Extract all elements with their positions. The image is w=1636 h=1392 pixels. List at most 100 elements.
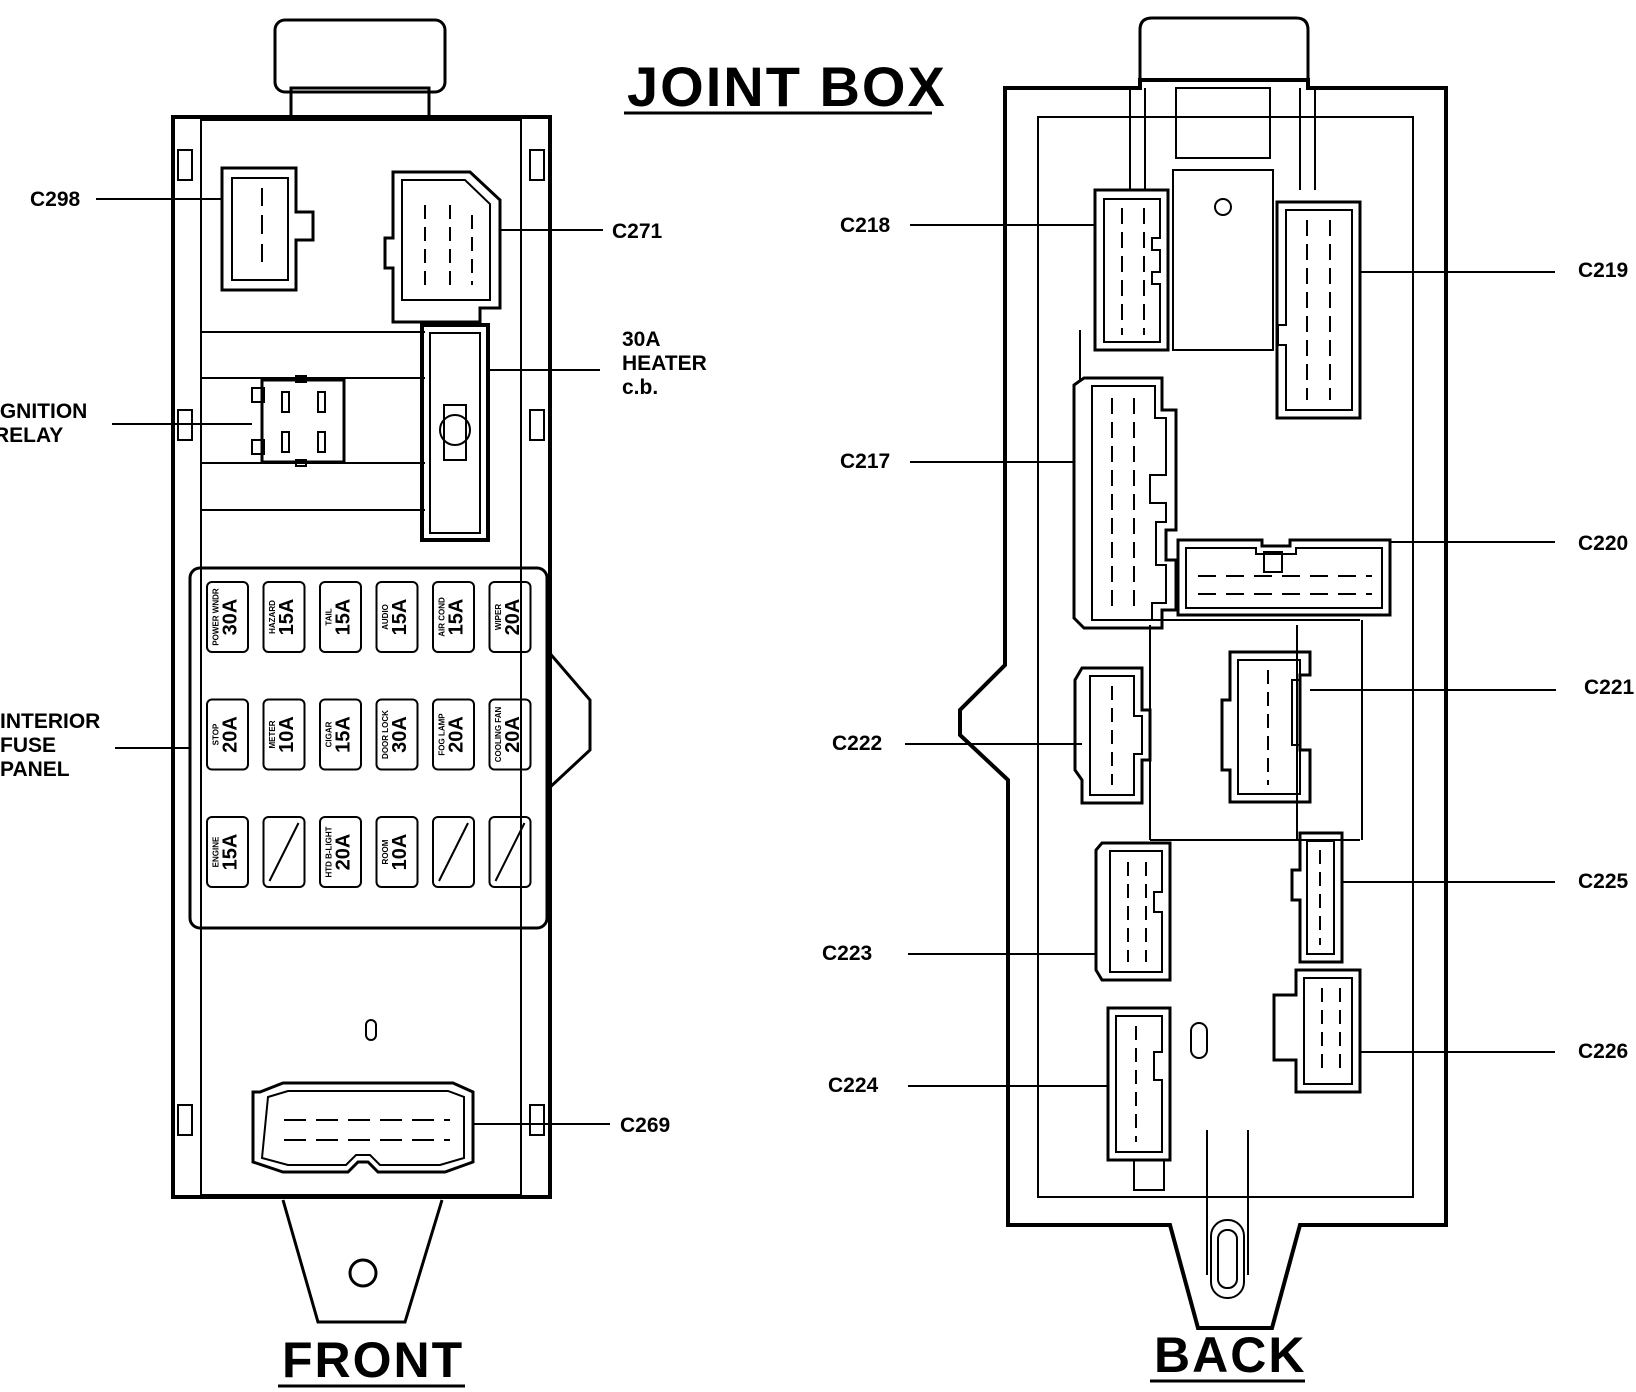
front-top-tab bbox=[273, 18, 447, 94]
fuse-amperage: 20A bbox=[446, 716, 468, 753]
fuse-name: AIR COND bbox=[438, 597, 447, 637]
label-c222: C222 bbox=[832, 732, 882, 755]
label-fuse-panel-line2: FUSE bbox=[0, 734, 56, 757]
label-ignition-line2: RELAY bbox=[0, 424, 63, 447]
fuse-name: COOLING FAN bbox=[494, 707, 503, 763]
front-inner-frame bbox=[200, 119, 522, 1196]
ignition-relay bbox=[251, 375, 346, 467]
label-c219: C219 bbox=[1578, 259, 1628, 282]
fuse-name: STOP bbox=[212, 723, 221, 745]
label-c224: C224 bbox=[828, 1074, 879, 1097]
fuse-outline bbox=[319, 581, 362, 653]
empty-fuse-slash bbox=[438, 822, 469, 882]
fuse-outline bbox=[375, 698, 419, 771]
label-c226: C226 bbox=[1578, 1040, 1628, 1063]
label-c225: C225 bbox=[1578, 870, 1629, 893]
fuse-amperage: 10A bbox=[276, 716, 298, 753]
fuse-amperage: 15A bbox=[389, 599, 411, 636]
back-upper-channel bbox=[1129, 87, 1316, 351]
connector-c271 bbox=[383, 170, 502, 324]
fuse-name: WIPER bbox=[494, 604, 503, 630]
front-mount-hole bbox=[348, 1258, 378, 1288]
label-fuse-panel-line1: INTERIOR bbox=[0, 710, 100, 733]
fuse-name: HTD B-LIGHT bbox=[325, 826, 334, 877]
fuse-amperage: 30A bbox=[220, 599, 242, 636]
connector-c298 bbox=[220, 166, 315, 292]
fuse-outline bbox=[432, 698, 475, 771]
label-c298: C298 bbox=[30, 188, 81, 211]
fuse-name: ENGINE bbox=[212, 836, 221, 867]
empty-fuse-slash bbox=[494, 822, 526, 882]
fuse-outline bbox=[375, 816, 419, 888]
front-callouts: C298 C271 30A HEATER c.b. IGNITION RELAY… bbox=[0, 188, 707, 1388]
diagram-title: JOINT BOX bbox=[627, 55, 947, 118]
label-c218: C218 bbox=[840, 214, 891, 237]
fuse-outline bbox=[319, 698, 362, 771]
fuse-name: POWER WNDR bbox=[212, 588, 221, 646]
fuse-name: TAIL bbox=[325, 608, 334, 625]
back-bottom-latch bbox=[1133, 1130, 1249, 1299]
fuse-amperage: 20A bbox=[220, 716, 242, 753]
label-c220: C220 bbox=[1578, 532, 1628, 555]
connector-c221 bbox=[1220, 650, 1312, 804]
fuse-outline bbox=[262, 698, 306, 771]
label-c271: C271 bbox=[612, 220, 663, 243]
connector-c226 bbox=[1272, 968, 1362, 1094]
fuse-name: ROOM bbox=[381, 839, 390, 864]
connector-c222 bbox=[1073, 666, 1152, 805]
back-slot bbox=[1190, 1022, 1208, 1059]
connector-c269 bbox=[251, 1081, 475, 1174]
empty-fuse-slash bbox=[268, 822, 300, 882]
label-c217: C217 bbox=[840, 450, 890, 473]
fuse-name: FOG LAMP bbox=[438, 713, 447, 756]
connector-c217 bbox=[1072, 376, 1178, 630]
label-c221: C221 bbox=[1584, 676, 1635, 699]
label-heater-line2: HEATER bbox=[622, 352, 707, 375]
label-ignition-line1: IGNITION bbox=[0, 400, 87, 423]
label-fuse-panel-line3: PANEL bbox=[0, 758, 70, 781]
fuse-amperage: 30A bbox=[389, 716, 411, 753]
fuse-outline bbox=[375, 581, 419, 653]
connector-c219 bbox=[1275, 200, 1362, 420]
fuse-name: METER bbox=[268, 720, 277, 748]
fuse-slot bbox=[432, 816, 475, 888]
fuse-amperage: 15A bbox=[333, 716, 355, 753]
fuse-outline bbox=[262, 581, 306, 653]
fuse-amperage: 15A bbox=[220, 834, 242, 871]
back-housing bbox=[958, 78, 1448, 1330]
fuse-outline bbox=[488, 698, 532, 771]
connector-c224 bbox=[1106, 1006, 1172, 1162]
fuse-outline bbox=[488, 581, 532, 653]
fuse-outline bbox=[319, 816, 362, 888]
label-c223: C223 bbox=[822, 942, 872, 965]
front-slot bbox=[365, 1019, 377, 1041]
fuse-outline bbox=[488, 816, 532, 888]
connector-c225 bbox=[1290, 831, 1344, 964]
fuse-name: DOOR LOCK bbox=[381, 710, 390, 759]
fuse-name: HAZARD bbox=[268, 600, 277, 634]
label-c269: C269 bbox=[620, 1114, 670, 1137]
fuse-outline bbox=[206, 816, 249, 888]
fuse-outline bbox=[262, 816, 306, 888]
fuse-slot bbox=[262, 816, 306, 888]
fuse-outline bbox=[432, 581, 475, 653]
front-housing bbox=[171, 115, 552, 1199]
label-heater-line1: 30A bbox=[622, 328, 661, 351]
front-mount-tab bbox=[281, 1199, 444, 1324]
back-inner-frame bbox=[1037, 116, 1414, 1198]
fuse-outline bbox=[432, 816, 475, 888]
fuse-outline bbox=[206, 581, 249, 653]
back-view-label: BACK bbox=[1154, 1327, 1306, 1383]
